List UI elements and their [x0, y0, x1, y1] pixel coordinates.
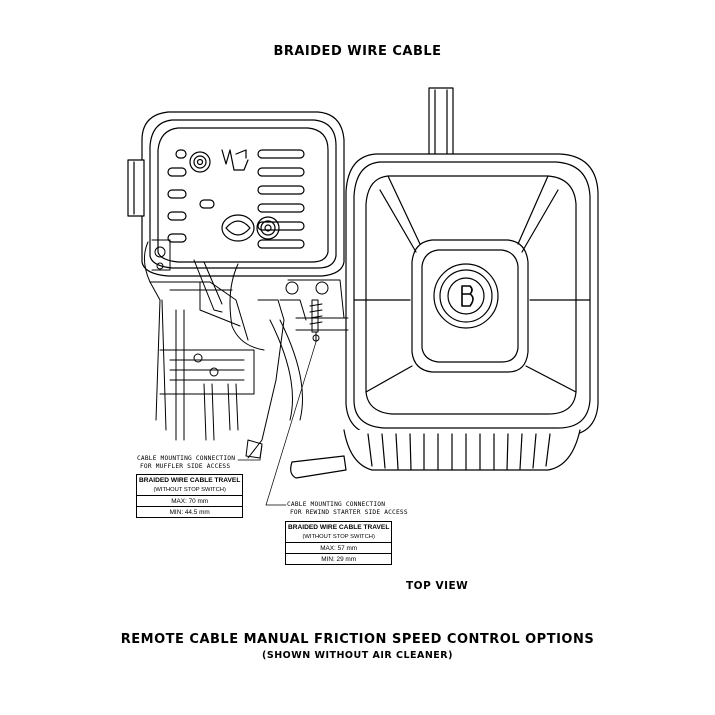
muffler-side-callout: CABLE MOUNTING CONNECTION FOR MUFFLER SI… — [137, 455, 235, 471]
view-label: TOP VIEW — [406, 580, 469, 592]
muffler-heat-shield — [127, 111, 345, 277]
callout-line-1: CABLE MOUNTING CONNECTION — [287, 501, 386, 508]
table-max: MAX: 57 mm — [284, 542, 393, 554]
callout-line-2: FOR REWIND STARTER SIDE ACCESS — [290, 509, 408, 517]
callout-line-1: CABLE MOUNTING CONNECTION — [137, 455, 236, 462]
bottom-subtitle: (SHOWN WITHOUT AIR CLEANER) — [262, 650, 453, 661]
rewind-starter — [290, 429, 581, 479]
fuel-cap — [433, 263, 499, 329]
fuel-tank — [345, 153, 599, 437]
table-subtitle: (WITHOUT STOP SWITCH) — [135, 485, 244, 496]
rewind-side-callout: CABLE MOUNTING CONNECTION FOR REWIND STA… — [287, 501, 408, 517]
table-min: MIN: 44.5 mm — [135, 506, 244, 518]
vent-slots — [167, 149, 305, 249]
crankshaft — [428, 87, 454, 159]
callout-leaders — [237, 341, 317, 506]
muffler-travel-table: BRAIDED WIRE CABLE TRAVEL (WITHOUT STOP … — [135, 474, 244, 518]
table-title: BRAIDED WIRE CABLE TRAVEL — [284, 521, 393, 532]
speed-control-linkage — [144, 239, 349, 459]
table-max: MAX: 70 mm — [135, 495, 244, 507]
rewind-travel-table: BRAIDED WIRE CABLE TRAVEL (WITHOUT STOP … — [284, 521, 393, 565]
table-min: MIN: 29 mm — [284, 553, 393, 565]
table-subtitle: (WITHOUT STOP SWITCH) — [284, 532, 393, 543]
callout-line-2: FOR MUFFLER SIDE ACCESS — [140, 463, 231, 471]
table-title: BRAIDED WIRE CABLE TRAVEL — [135, 474, 244, 485]
top-title: BRAIDED WIRE CABLE — [273, 44, 442, 59]
bottom-title: REMOTE CABLE MANUAL FRICTION SPEED CONTR… — [120, 632, 595, 647]
